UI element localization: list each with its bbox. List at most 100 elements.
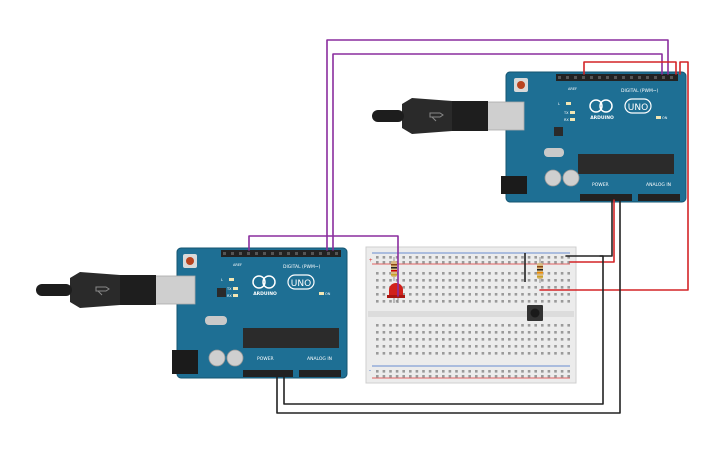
breadboard-hole[interactable] (521, 293, 524, 296)
breadboard-hole[interactable] (389, 261, 392, 264)
breadboard-hole[interactable] (455, 345, 458, 348)
breadboard-hole[interactable] (415, 352, 419, 355)
breadboard-hole[interactable] (501, 279, 504, 282)
wire-red-button[interactable] (539, 61, 689, 291)
breadboard-hole[interactable] (475, 300, 478, 303)
breadboard-hole[interactable] (468, 352, 471, 355)
breadboard-hole[interactable] (527, 352, 531, 355)
breadboard-hole[interactable] (389, 370, 392, 373)
breadboard-hole[interactable] (481, 286, 485, 289)
breadboard-hole[interactable] (541, 345, 544, 348)
breadboard-hole[interactable] (422, 256, 425, 259)
arduino-board-top[interactable]: AREF DIGITAL (PWM~) UNO ARDUINO TX RX L … (501, 71, 687, 203)
breadboard-hole[interactable] (521, 324, 524, 327)
breadboard-hole[interactable] (415, 286, 419, 289)
breadboard-hole[interactable] (461, 272, 465, 275)
breadboard-hole[interactable] (442, 375, 445, 378)
breadboard-hole[interactable] (475, 293, 478, 296)
breadboard-hole[interactable] (560, 352, 564, 355)
breadboard-hole[interactable] (541, 338, 544, 341)
breadboard-hole[interactable] (376, 256, 379, 259)
breadboard-hole[interactable] (547, 279, 551, 282)
breadboard-hole[interactable] (554, 286, 557, 289)
breadboard-hole[interactable] (415, 338, 419, 341)
breadboard-hole[interactable] (534, 324, 537, 327)
breadboard-hole[interactable] (567, 331, 570, 334)
breadboard-hole[interactable] (494, 375, 498, 378)
breadboard-hole[interactable] (422, 279, 425, 282)
breadboard-hole[interactable] (455, 338, 458, 341)
breadboard-hole[interactable] (527, 331, 531, 334)
breadboard-hole[interactable] (428, 370, 432, 373)
breadboard-hole[interactable] (527, 345, 531, 348)
breadboard-hole[interactable] (455, 331, 458, 334)
breadboard-hole[interactable] (560, 345, 564, 348)
breadboard-hole[interactable] (567, 293, 570, 296)
breadboard-hole[interactable] (481, 272, 485, 275)
breadboard-hole[interactable] (547, 272, 551, 275)
breadboard-hole[interactable] (389, 375, 392, 378)
breadboard-hole[interactable] (488, 324, 491, 327)
breadboard-hole[interactable] (488, 375, 491, 378)
breadboard-hole[interactable] (494, 256, 498, 259)
breadboard-hole[interactable] (527, 293, 531, 296)
breadboard-hole[interactable] (395, 300, 399, 303)
breadboard-hole[interactable] (461, 370, 465, 373)
breadboard-hole[interactable] (382, 352, 386, 355)
breadboard-hole[interactable] (514, 293, 518, 296)
breadboard-hole[interactable] (428, 324, 432, 327)
breadboard-hole[interactable] (488, 261, 491, 264)
breadboard-hole[interactable] (389, 338, 392, 341)
breadboard-hole[interactable] (428, 272, 432, 275)
breadboard-hole[interactable] (448, 324, 452, 327)
breadboard-hole[interactable] (521, 261, 524, 264)
breadboard-hole[interactable] (468, 324, 471, 327)
breadboard-hole[interactable] (567, 375, 570, 378)
breadboard-hole[interactable] (514, 261, 518, 264)
breadboard-hole[interactable] (428, 286, 432, 289)
wire-red-top[interactable] (583, 61, 677, 75)
breadboard-hole[interactable] (508, 272, 511, 275)
breadboard-hole[interactable] (501, 324, 504, 327)
breadboard-hole[interactable] (508, 324, 511, 327)
breadboard-hole[interactable] (481, 300, 485, 303)
resistor-led[interactable] (391, 257, 397, 281)
breadboard-hole[interactable] (567, 286, 570, 289)
breadboard-hole[interactable] (508, 338, 511, 341)
breadboard-hole[interactable] (521, 352, 524, 355)
breadboard-hole[interactable] (567, 345, 570, 348)
breadboard-hole[interactable] (442, 279, 445, 282)
breadboard-hole[interactable] (435, 324, 438, 327)
breadboard-hole[interactable] (395, 331, 399, 334)
breadboard-hole[interactable] (402, 256, 405, 259)
breadboard-hole[interactable] (494, 331, 498, 334)
breadboard-hole[interactable] (382, 345, 386, 348)
breadboard-hole[interactable] (547, 331, 551, 334)
breadboard-hole[interactable] (560, 370, 564, 373)
breadboard-hole[interactable] (547, 370, 551, 373)
breadboard-hole[interactable] (567, 256, 570, 259)
breadboard-hole[interactable] (395, 324, 399, 327)
breadboard-hole[interactable] (435, 261, 438, 264)
breadboard-hole[interactable] (501, 272, 504, 275)
breadboard-hole[interactable] (415, 279, 419, 282)
breadboard-hole[interactable] (415, 272, 419, 275)
arduino-board-bottom[interactable]: AREF DIGITAL (PWM~) UNO ARDUINO TX RX L … (172, 247, 348, 379)
breadboard-hole[interactable] (534, 331, 537, 334)
breadboard-hole[interactable] (521, 286, 524, 289)
breadboard-hole[interactable] (475, 375, 478, 378)
breadboard-hole[interactable] (409, 272, 412, 275)
breadboard-hole[interactable] (428, 256, 432, 259)
breadboard-hole[interactable] (422, 331, 425, 334)
breadboard-hole[interactable] (521, 331, 524, 334)
breadboard-hole[interactable] (382, 331, 386, 334)
breadboard-hole[interactable] (422, 272, 425, 275)
breadboard-hole[interactable] (501, 256, 504, 259)
breadboard-hole[interactable] (409, 370, 412, 373)
breadboard-hole[interactable] (481, 324, 485, 327)
breadboard-hole[interactable] (560, 375, 564, 378)
breadboard-hole[interactable] (389, 300, 392, 303)
breadboard-hole[interactable] (455, 324, 458, 327)
breadboard-hole[interactable] (448, 352, 452, 355)
breadboard-hole[interactable] (481, 261, 485, 264)
